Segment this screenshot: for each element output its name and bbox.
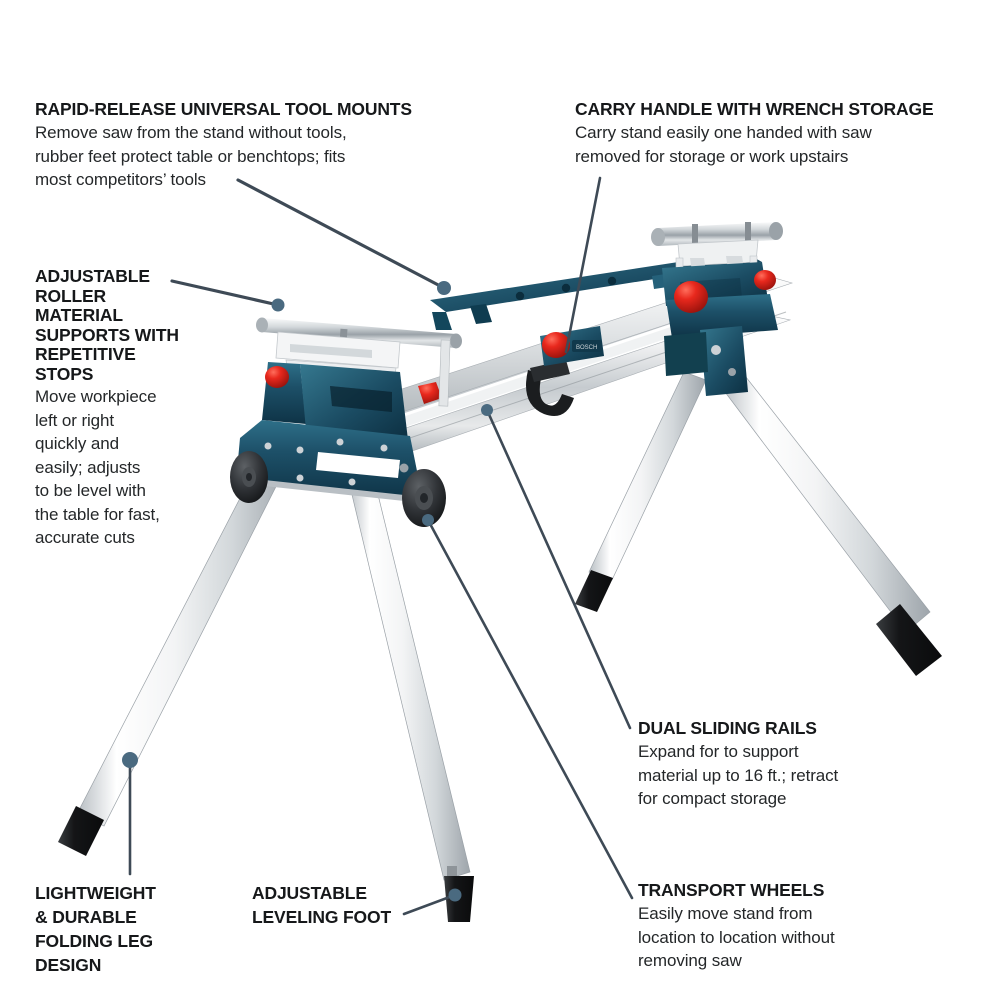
- leg-bracket-right: [700, 326, 748, 396]
- left-roller-support: [230, 317, 462, 527]
- right-roller-support: [651, 222, 783, 396]
- callout-lightweight-legs: LIGHTWEIGHT & DURABLE FOLDING LEG DESIGN: [35, 881, 245, 978]
- callout-roller-supports: ADJUSTABLE ROLLER MATERIAL SUPPORTS WITH…: [35, 266, 215, 550]
- roller-bar: [262, 318, 456, 348]
- carry-handle: [526, 360, 574, 416]
- callout-title: DUAL SLIDING RAILS: [638, 718, 817, 738]
- tool-mount-housing: [300, 364, 408, 440]
- callout-body: Carry stand easily one handed with saw r…: [575, 123, 872, 166]
- callout-dual-sliding-rails: DUAL SLIDING RAILS Expand for to support…: [638, 718, 938, 811]
- leg-left-front: [347, 469, 474, 922]
- callout-tool-mounts: RAPID-RELEASE UNIVERSAL TOOL MOUNTS Remo…: [35, 99, 465, 192]
- leg-right-front: [575, 371, 707, 612]
- callout-title: ADJUSTABLE LEVELING FOOT: [252, 883, 392, 927]
- red-knob-rail-end: [674, 281, 708, 313]
- callout-body: Easily move stand from location to locat…: [638, 904, 835, 970]
- callout-title: LIGHTWEIGHT & DURABLE FOLDING LEG DESIGN: [35, 883, 156, 975]
- callout-title: TRANSPORT WHEELS: [638, 880, 825, 900]
- callout-title: RAPID-RELEASE UNIVERSAL TOOL MOUNTS: [35, 99, 412, 119]
- svg-text:BOSCH: BOSCH: [576, 345, 597, 351]
- callout-transport-wheels: TRANSPORT WHEELS Easily move stand from …: [638, 880, 938, 973]
- callout-body: Remove saw from the stand without tools,…: [35, 123, 347, 189]
- callout-title: CARRY HANDLE WITH WRENCH STORAGE: [575, 99, 934, 119]
- callout-leveling-foot: ADJUSTABLE LEVELING FOOT: [252, 881, 462, 930]
- red-clamp-knob-center: [542, 332, 570, 358]
- callout-carry-handle: CARRY HANDLE WITH WRENCH STORAGE Carry s…: [575, 99, 980, 168]
- callout-body: Expand for to support material up to 16 …: [638, 742, 839, 808]
- callout-body: Move workpiece left or right quickly and…: [35, 387, 160, 547]
- callout-title: ADJUSTABLE ROLLER MATERIAL SUPPORTS WITH…: [35, 266, 179, 384]
- red-lock-knob: [265, 366, 289, 388]
- leg-right-rear: [721, 371, 942, 676]
- red-knob-right-upper: [754, 270, 776, 290]
